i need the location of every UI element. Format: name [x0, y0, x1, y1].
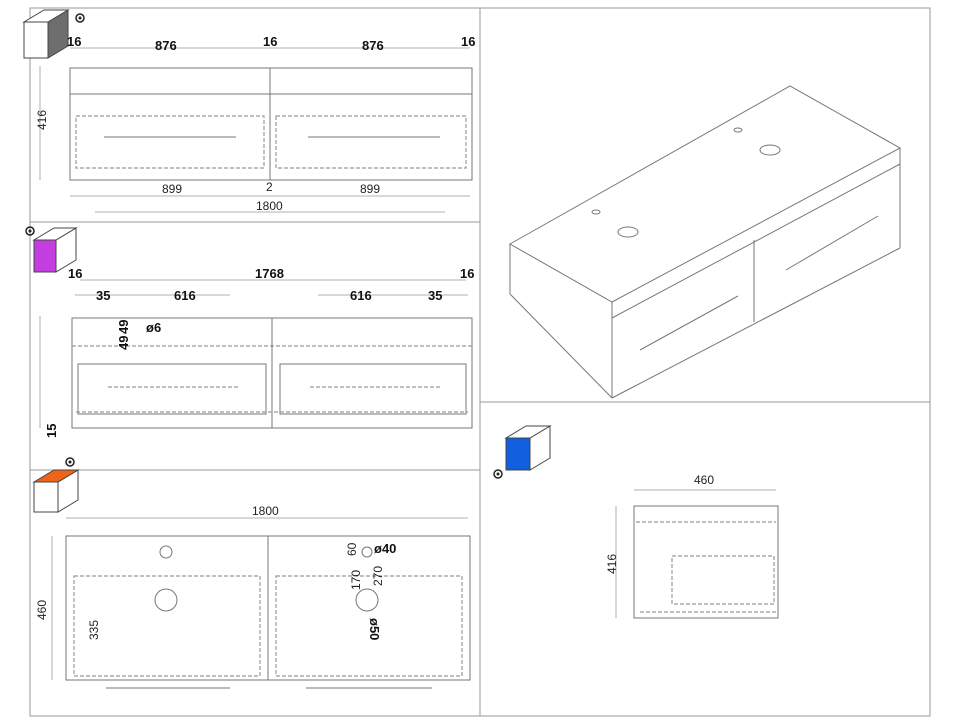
- dim-49-a: 49: [116, 320, 131, 334]
- eye-icon: [75, 13, 85, 23]
- dim-2: 2: [266, 180, 273, 194]
- dim-876-right: 876: [362, 38, 384, 53]
- cube-side-view-icon: [504, 425, 552, 471]
- dim-899-right: 899: [360, 182, 380, 196]
- dim-170: 170: [349, 570, 363, 590]
- dim-16-right: 16: [461, 34, 475, 49]
- drain-hole-diameter: ø50: [367, 618, 382, 640]
- cube-side-view-icon: [32, 227, 78, 273]
- front-view: 16 876 16 876 16 416 899 2 899 1800: [22, 9, 475, 213]
- dim-616-right: 616: [350, 288, 372, 303]
- dim-35-left: 35: [96, 288, 110, 303]
- dim-16-right: 16: [460, 266, 474, 281]
- dim-width-1800: 1800: [252, 504, 279, 518]
- plan-view: 1800 460 335 60 170 270 ø40 ø50: [32, 457, 471, 689]
- dim-total-1800: 1800: [256, 199, 283, 213]
- tap-hole-diameter: ø40: [374, 541, 396, 556]
- dim-270: 270: [371, 566, 385, 586]
- dim-899-left: 899: [162, 182, 182, 196]
- dim-depth-460: 460: [35, 600, 49, 620]
- dim-height-416: 416: [35, 110, 49, 130]
- dim-616-left: 616: [174, 288, 196, 303]
- dim-60: 60: [345, 542, 359, 556]
- hole-diameter-6: ø6: [146, 320, 161, 335]
- dim-width-460: 460: [694, 473, 714, 487]
- dim-16-mid: 16: [263, 34, 277, 49]
- dim-1768: 1768: [255, 266, 284, 281]
- dim-49-b: 49: [116, 336, 131, 350]
- cube-top-view-icon: [32, 469, 80, 513]
- dim-16-left: 16: [68, 266, 82, 281]
- rear-view: 16 1768 16 35 616 616 35 49 49 ø6 15: [25, 226, 474, 438]
- side-view: 460 416: [493, 425, 779, 619]
- eye-icon: [493, 469, 503, 479]
- eye-icon: [65, 457, 75, 467]
- dim-height-416: 416: [605, 554, 619, 574]
- isometric-view: [508, 85, 902, 399]
- dim-15: 15: [44, 424, 59, 438]
- eye-icon: [25, 226, 35, 236]
- dim-16-left: 16: [67, 34, 81, 49]
- dim-335: 335: [87, 620, 101, 640]
- dim-35-right: 35: [428, 288, 442, 303]
- cube-front-view-icon: [22, 9, 70, 59]
- dim-876-left: 876: [155, 38, 177, 53]
- panel-frames: [29, 7, 931, 717]
